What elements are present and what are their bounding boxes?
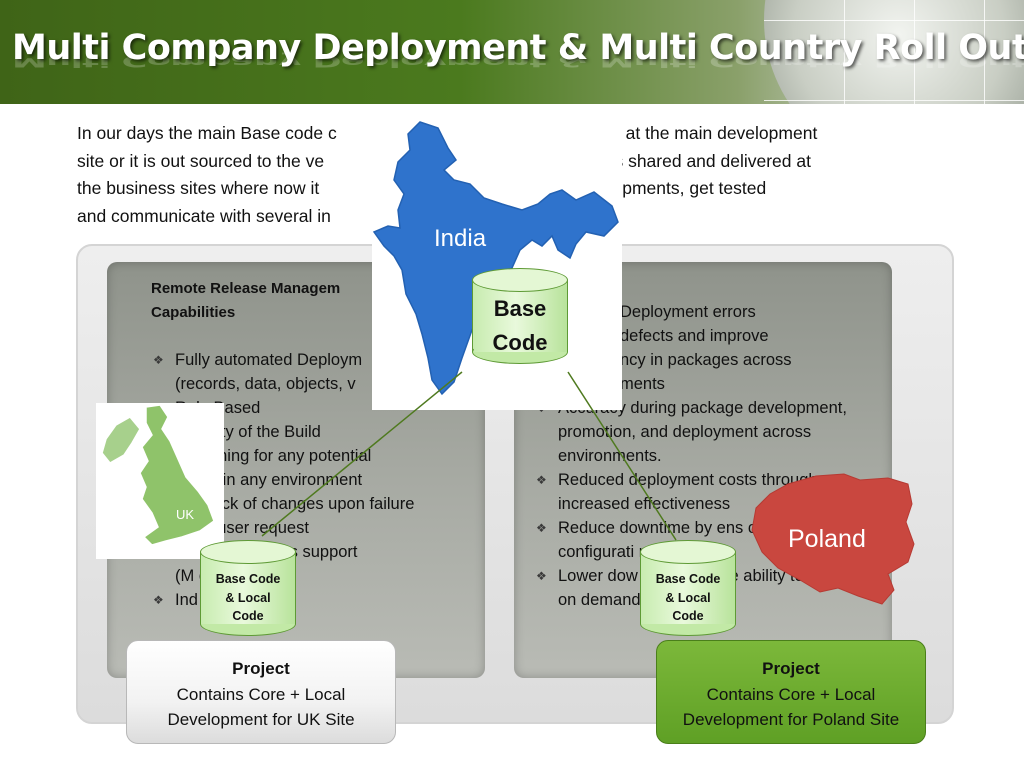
project-title: Project [762,659,820,678]
poland-map: Poland [751,473,915,605]
cylinder-label: Code [492,330,548,355]
list-item: defects and improve [620,327,769,345]
poland-label: Poland [788,525,866,553]
diamond-bullet-icon: ❖ [536,521,547,535]
india-map: India [372,121,619,396]
list-item: Deployment errors [620,303,756,321]
intro-line: and communicate with several in [77,205,331,226]
india-map-frame: India [372,118,622,410]
poland-project-box: Project Contains Core + Local Developmen… [656,640,926,744]
project-line: Contains Core + Local [176,684,346,704]
poland-base-code-cylinder: Base Code & Local Code [640,540,736,636]
india-base-code-cylinder: Base Code [472,268,568,364]
title-bar: Multi Company Deployment & Multi Country… [0,0,1024,104]
list-item: (M ons ) [175,567,236,585]
capabilities-heading: Remote Release Managem Capabilities [151,280,341,321]
list-item: ❖Ind kaging area [151,588,451,612]
uk-map: UK [101,404,215,546]
diamond-bullet-icon: ❖ [153,593,164,607]
diamond-bullet-icon: ❖ [536,569,547,583]
slide-title: Multi Company Deployment & Multi Country… [12,28,1024,68]
cylinder-label: Base [493,296,547,321]
list-item: ❖Fully automated Deploym [151,348,451,372]
diamond-bullet-icon: ❖ [153,353,164,367]
diamond-bullet-icon: ❖ [536,473,547,487]
cylinder-label: & Local [665,590,711,605]
india-label: India [434,225,487,252]
uk-project-box: Project Contains Core + Local Developmen… [126,640,396,744]
uk-map-frame: UK [96,403,224,559]
uk-base-code-cylinder: Base Code & Local Code [200,540,296,636]
project-line: Development for Poland Site [682,710,900,729]
cylinder-label: Base Code [215,572,281,586]
globe-graphic [764,0,1024,104]
cylinder-label: Code [232,609,264,623]
cylinder-label: & Local [225,590,271,605]
cylinder-label: Base Code [655,572,721,586]
project-line: Contains Core + Local [706,684,876,704]
project-title: Project [232,659,290,678]
cylinder-label: Code [672,609,704,623]
project-line: Development for UK Site [167,710,355,729]
uk-label: UK [176,507,194,522]
list-item: ncy in packages across [620,351,792,369]
